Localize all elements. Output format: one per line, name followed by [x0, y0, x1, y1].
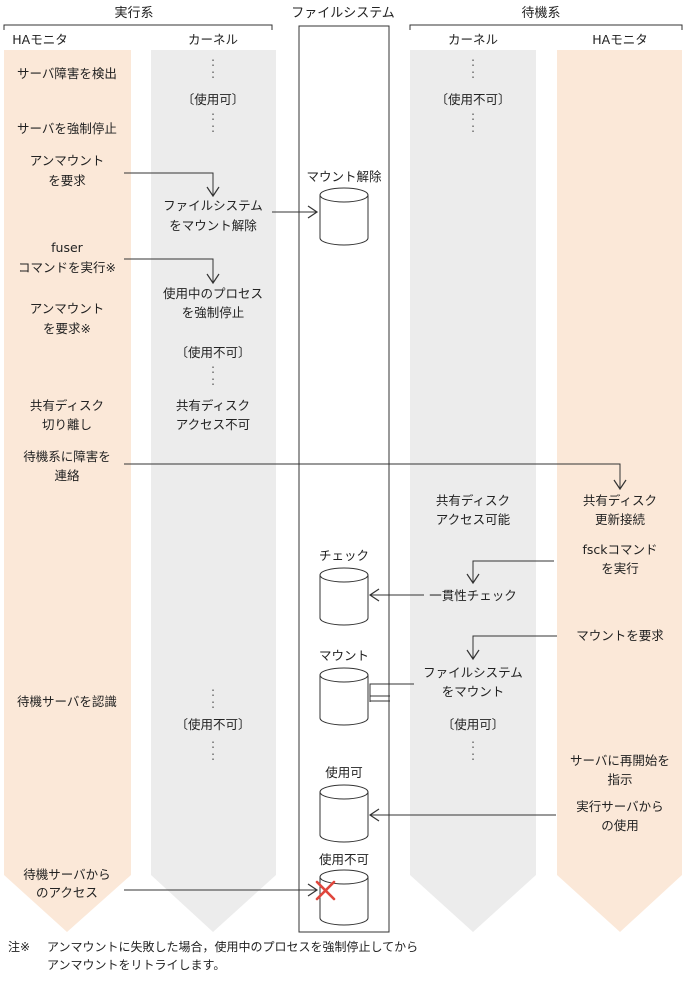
- ellipsis: :: [471, 55, 475, 69]
- lane-ha-monitor-active: [4, 50, 131, 932]
- step-standby-access-1: 待機サーバから: [23, 867, 110, 882]
- step-fs-unmount-1: ファイルシステム: [163, 198, 263, 213]
- ellipsis: :: [211, 121, 215, 135]
- footnote-mark: 注※: [8, 939, 30, 954]
- step-unmount-request-1: アンマウント: [30, 153, 105, 168]
- ellipsis: :: [211, 749, 215, 763]
- group-bracket-standby: [409, 24, 683, 30]
- fs-state-usable: 使用可: [325, 765, 363, 780]
- step-kill-process-1: 使用中のプロセス: [163, 286, 263, 301]
- ellipsis: :: [471, 109, 475, 123]
- ellipsis: :: [471, 737, 475, 751]
- arrow-notify-standby: [124, 463, 627, 491]
- state-access-ok-1: 共有ディスク: [436, 493, 510, 508]
- step-use-from-active-2: の使用: [601, 818, 639, 833]
- lane-kernel-active: [151, 50, 276, 932]
- arrow-unmount-request: [124, 172, 220, 198]
- step-restart-server-2: 指示: [607, 772, 632, 787]
- step-kill-process-2: を強制停止: [182, 305, 245, 320]
- ellipsis: :: [211, 737, 215, 751]
- disk-icon: [319, 667, 369, 726]
- step-fs-mount-2: をマウント: [442, 684, 505, 699]
- arrow-mount-request: [466, 635, 557, 661]
- step-use-from-active-1: 実行サーバから: [576, 799, 663, 814]
- step-unmount-retry-2: を要求※: [43, 321, 91, 336]
- step-mount-request: マウントを要求: [576, 628, 664, 643]
- ellipsis: :: [211, 362, 215, 376]
- state-usable-standby: 〔使用可〕: [442, 717, 505, 732]
- fs-state-unmounted: マウント解除: [306, 169, 382, 184]
- fs-state-mount: マウント: [319, 648, 369, 663]
- state-access-ok-2: アクセス可能: [436, 512, 511, 527]
- ellipsis: :: [211, 374, 215, 388]
- ellipsis: :: [211, 697, 215, 711]
- step-restart-server-1: サーバに再開始を: [570, 753, 670, 768]
- state-unusable-active: 〔使用不可〕: [175, 345, 250, 360]
- step-force-stop: サーバを強制停止: [17, 121, 117, 136]
- step-unmount-request-2: を要求: [48, 173, 86, 188]
- state-no-access-2: アクセス不可: [176, 417, 250, 432]
- lane-kernel-standby: [410, 50, 536, 932]
- step-unmount-retry-1: アンマウント: [30, 301, 105, 316]
- step-fuser-1: fuser: [51, 240, 84, 255]
- step-fsck-2: を実行: [601, 561, 639, 576]
- ellipsis: :: [471, 67, 475, 81]
- state-unusable-standby: 〔使用不可〕: [435, 92, 510, 107]
- ellipsis: :: [211, 109, 215, 123]
- ellipsis: :: [211, 685, 215, 699]
- lane-ha-monitor-standby: [557, 50, 682, 932]
- ellipsis: :: [471, 749, 475, 763]
- step-notify-standby-1: 待機系に障害を: [23, 449, 111, 464]
- group-label-standby: 待機系: [521, 6, 560, 21]
- arrow-fuser: [124, 258, 220, 285]
- disk-icon: [319, 567, 369, 626]
- step-notify-standby-2: 連絡: [54, 468, 80, 483]
- step-detach-disk-2: 切り離し: [42, 417, 92, 432]
- disk-icon: [319, 869, 369, 926]
- step-fs-mount-1: ファイルシステム: [423, 665, 523, 680]
- column-header-kernel-standby: カーネル: [448, 32, 498, 47]
- cross-icon: [315, 880, 336, 901]
- step-fsck-1: fsckコマンド: [582, 542, 657, 557]
- column-header-ha-active: HAモニタ: [12, 32, 67, 47]
- step-update-connect-2: 更新接続: [595, 512, 646, 527]
- step-recognize-standby: 待機サーバを認識: [17, 694, 117, 709]
- state-no-access-1: 共有ディスク: [176, 398, 250, 413]
- disk-icon: [319, 784, 369, 843]
- step-consistency-check: 一貫性チェック: [429, 588, 517, 603]
- disk-icon: [319, 187, 369, 246]
- group-label-active: 実行系: [114, 5, 153, 21]
- ellipsis: :: [211, 55, 215, 69]
- lane-filesystem: [298, 25, 390, 933]
- column-header-ha-standby: HAモニタ: [592, 32, 647, 47]
- footnote-line-1: アンマウントに失敗した場合，使用中のプロセスを強制停止してから: [47, 939, 418, 954]
- ellipsis: :: [211, 67, 215, 81]
- state-usable-active: 〔使用可〕: [182, 92, 245, 107]
- step-detect-failure: サーバ障害を検出: [17, 66, 117, 81]
- step-update-connect-1: 共有ディスク: [583, 493, 657, 508]
- step-fs-unmount-2: をマウント解除: [169, 218, 257, 233]
- step-fuser-2: コマンドを実行※: [18, 260, 116, 275]
- group-bracket-active: [3, 24, 273, 30]
- fs-state-unusable: 使用不可: [319, 852, 369, 867]
- footnote-line-2: アンマウントをリトライします。: [47, 958, 225, 972]
- column-header-kernel-active: カーネル: [188, 32, 238, 47]
- fs-state-check: チェック: [319, 548, 369, 563]
- group-label-fs: ファイルシステム: [291, 6, 395, 21]
- state-unusable-active-2: 〔使用不可〕: [175, 717, 250, 732]
- step-standby-access-2: のアクセス: [36, 885, 98, 900]
- ellipsis: :: [471, 121, 475, 135]
- arrow-fsck: [466, 560, 554, 585]
- step-detach-disk-1: 共有ディスク: [30, 398, 104, 413]
